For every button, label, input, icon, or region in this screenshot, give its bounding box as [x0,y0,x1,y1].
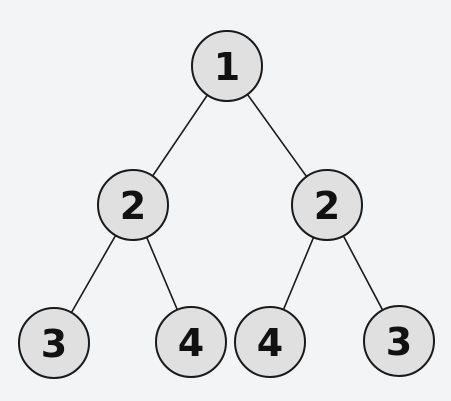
tree-edges [70,93,384,314]
tree-node-root: 1 [191,30,263,102]
tree-edge-left-to-left-left [70,234,117,314]
tree-node-label: 4 [257,321,283,365]
tree-node-right: 2 [291,169,363,241]
tree-node-label: 2 [120,184,146,228]
tree-node-left-left: 3 [18,307,90,379]
tree-node-right-right: 3 [363,305,435,377]
tree-node-label: 1 [214,45,240,89]
tree-node-circle [234,306,306,378]
tree-node-label: 3 [41,322,67,366]
tree-node-label: 2 [314,184,340,228]
tree-edge-left-to-left-right [145,236,179,311]
tree-node-circle [291,169,363,241]
tree-edge-right-to-right-right [342,235,384,311]
tree-node-circle [191,30,263,102]
tree-node-label: 3 [386,320,412,364]
tree-node-circle [18,307,90,379]
tree-node-circle [155,306,227,378]
tree-node-left-right: 4 [155,306,227,378]
tree-node-right-left: 4 [234,306,306,378]
tree-edge-root-to-right [246,93,308,178]
tree-node-label: 4 [178,321,204,365]
tree-node-left: 2 [97,169,169,241]
tree-node-circle [97,169,169,241]
tree-nodes: 1 2 2 3 4 4 3 [18,30,435,379]
tree-node-circle [363,305,435,377]
tree-edge-right-to-right-left [282,236,315,311]
tree-edge-root-to-left [151,94,209,177]
